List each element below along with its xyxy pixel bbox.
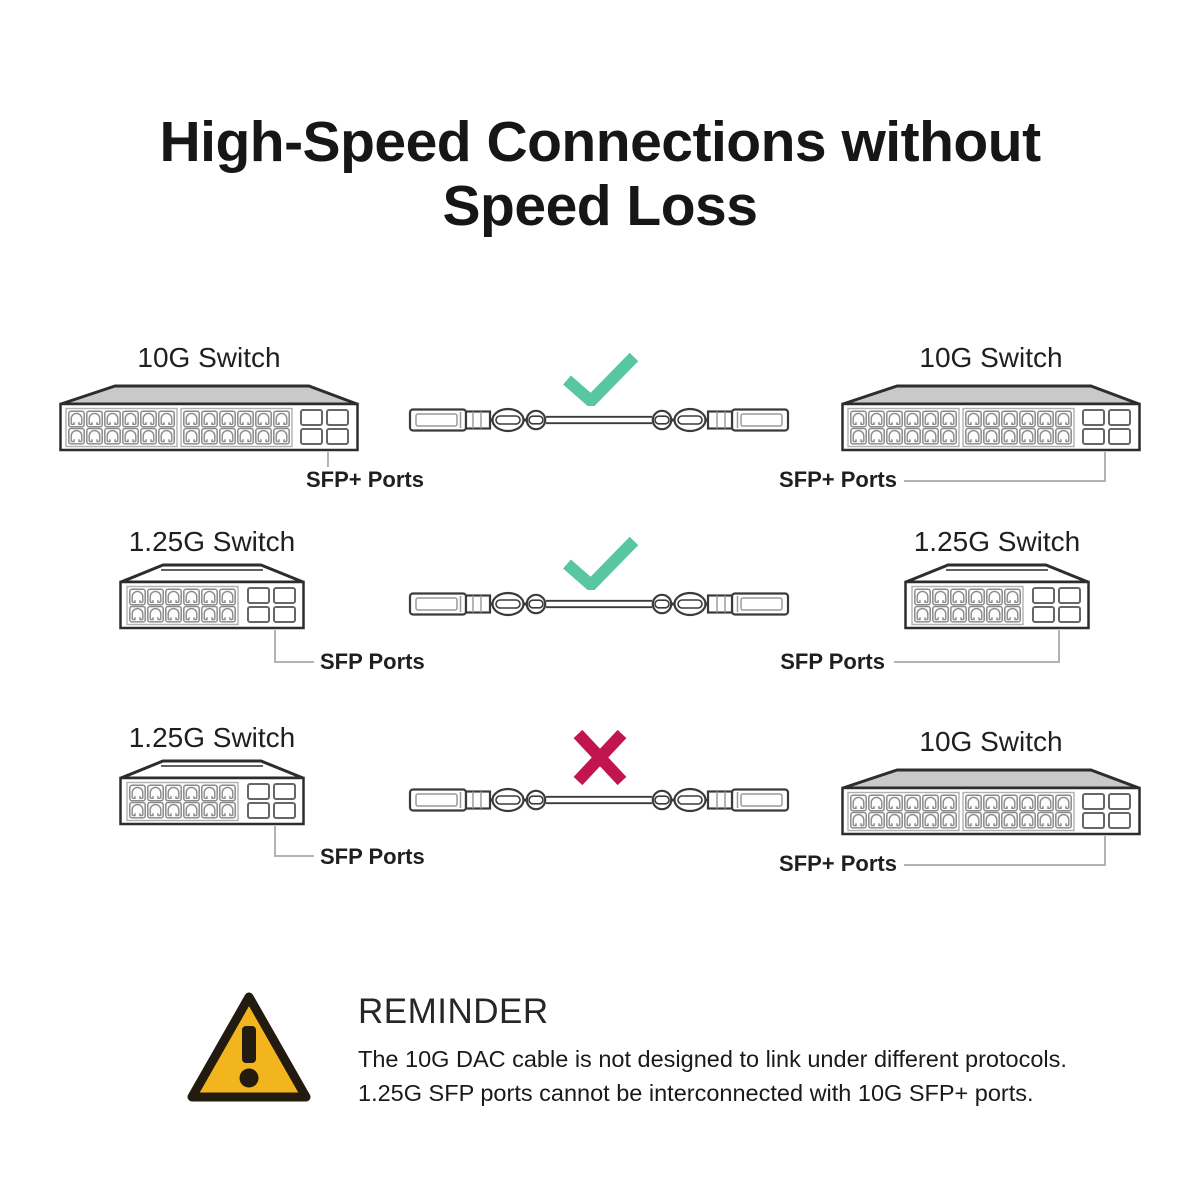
switch-1g-illustration [118, 560, 306, 630]
row1-right-switch-label: 10G Switch [919, 342, 1063, 373]
cross-icon [573, 728, 627, 786]
leader-line [274, 661, 314, 663]
title-line-1: High-Speed Connections without [159, 110, 1041, 174]
reminder-text-line-1: The 10G DAC cable is not designed to lin… [358, 1046, 1067, 1072]
row3-left-port-label: SFP Ports [320, 844, 425, 869]
row3-left-switch-label: 1.25G Switch [128, 722, 296, 753]
leader-line [274, 855, 314, 857]
leader-line [904, 864, 1106, 866]
row2-right-switch-label: 1.25G Switch [913, 526, 1081, 557]
reminder-text-line-2: 1.25G SFP ports cannot be interconnected… [358, 1080, 1034, 1106]
check-icon [561, 352, 639, 406]
dac-cable-illustration [408, 783, 790, 817]
row2-right-port-label: SFP Ports [780, 649, 885, 674]
row3-right-switch-label: 10G Switch [919, 726, 1063, 757]
leader-line [274, 630, 276, 663]
row1-right-port-label: SFP+ Ports [779, 467, 897, 492]
switch-10g-illustration [840, 764, 1142, 836]
row2-left-port-label: SFP Ports [320, 649, 425, 674]
leader-line [327, 452, 329, 467]
row1-left-switch-label: 10G Switch [137, 342, 281, 373]
row2-left-switch-label: 1.25G Switch [128, 526, 296, 557]
leader-line [1058, 630, 1060, 663]
warning-icon [186, 988, 312, 1106]
leader-line [1104, 836, 1106, 866]
reminder-heading: REMINDER [358, 992, 549, 1031]
row1-left-port-label: SFP+ Ports [306, 467, 424, 492]
dac-cable-illustration [408, 587, 790, 621]
title-line-2: Speed Loss [442, 174, 758, 238]
switch-10g-illustration [58, 380, 360, 452]
switch-10g-illustration [840, 380, 1142, 452]
switch-1g-illustration [118, 756, 306, 826]
page-title: High-Speed Connections without Speed Los… [0, 110, 1200, 238]
check-icon [561, 536, 639, 590]
leader-line [274, 826, 276, 857]
row3-right-port-label: SFP+ Ports [779, 851, 897, 876]
leader-line [904, 480, 1106, 482]
switch-1g-illustration [903, 560, 1091, 630]
leader-line [894, 661, 1060, 663]
leader-line [1104, 452, 1106, 482]
dac-cable-illustration [408, 403, 790, 437]
